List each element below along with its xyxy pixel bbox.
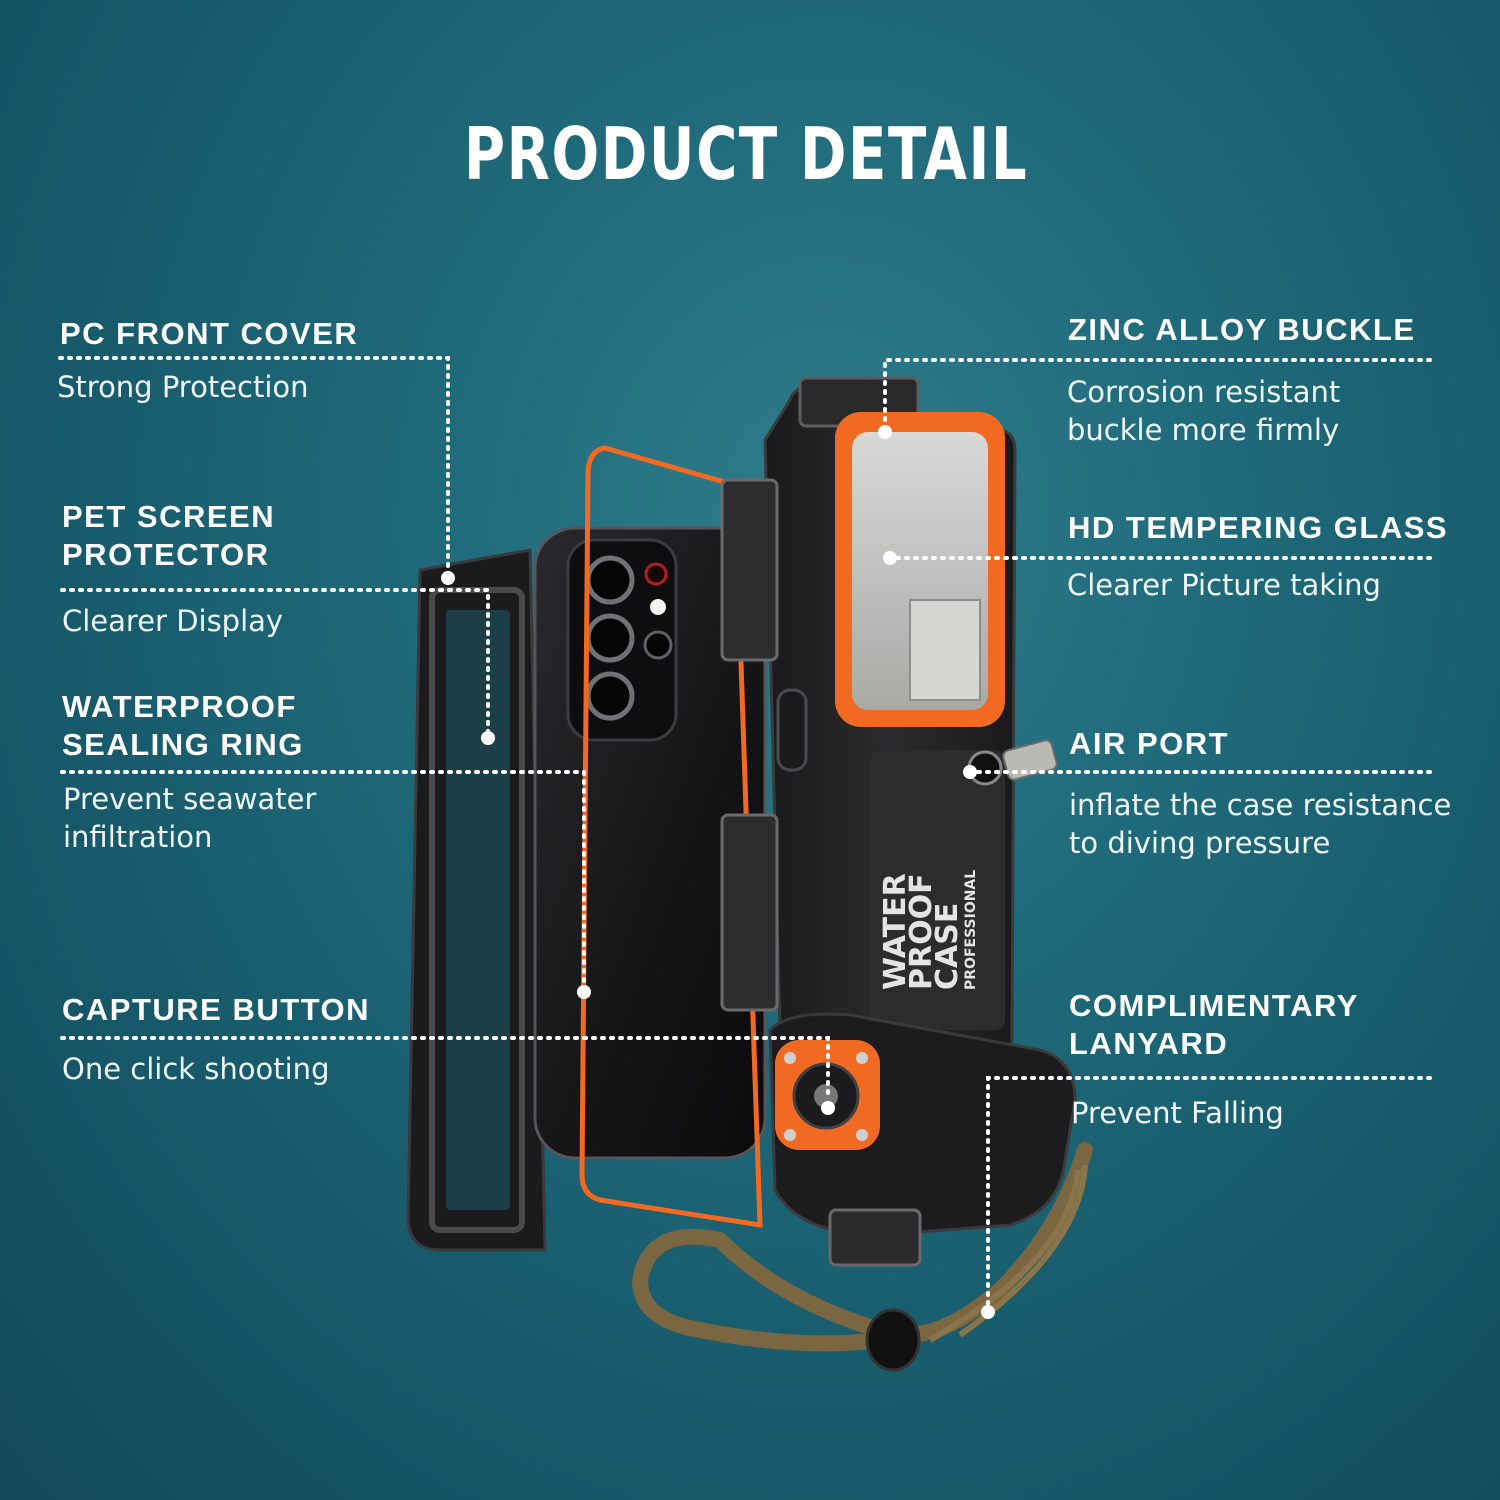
pc-front-cover-description: Strong Protection xyxy=(57,370,309,404)
leader-zinc-alloy-buckle xyxy=(883,358,1432,434)
air-port-heading: AIR PORT xyxy=(1069,726,1230,761)
leader-complimentary-lanyard xyxy=(986,1076,1432,1312)
phone xyxy=(533,526,767,1160)
leader-capture-button xyxy=(60,1036,830,1100)
waterproof-sealing-ring-description-line1: Prevent seawater xyxy=(63,782,317,816)
zinc-alloy-buckle-heading: ZINC ALLOY BUCKLE xyxy=(1068,312,1416,347)
grip-handle xyxy=(768,1012,1077,1267)
complimentary-lanyard-description: Prevent Falling xyxy=(1071,1096,1284,1130)
pet-screen-protector-description: Clearer Display xyxy=(62,604,284,638)
air-port-description-line1: inflate the case resistance xyxy=(1069,788,1452,822)
complimentary-lanyard-heading-line2: LANYARD xyxy=(1069,1026,1229,1061)
leader-lines xyxy=(58,356,1432,1312)
front-cover-frame xyxy=(406,548,547,1252)
case-label-line4: PROFESSIONAL xyxy=(963,870,979,990)
leader-endpoints xyxy=(441,425,995,1319)
zinc-alloy-buckle-description-line2: buckle more firmly xyxy=(1067,413,1340,447)
leader-pc-front-cover xyxy=(58,356,450,580)
waterproof-sealing-ring-heading-line1: WATERPROOF xyxy=(62,689,297,724)
capture-button-heading: CAPTURE BUTTON xyxy=(62,992,371,1027)
pet-screen-protector-heading-line1: PET SCREEN xyxy=(62,499,276,534)
waterproof-sealing-ring-heading-line2: SEALING RING xyxy=(62,727,304,762)
sealing-ring-orange xyxy=(579,445,763,1228)
pet-screen-protector-heading-line2: PROTECTOR xyxy=(62,537,270,572)
case-label-line2: PROOF xyxy=(904,873,939,990)
complimentary-lanyard-heading-line1: COMPLIMENTARY xyxy=(1069,988,1359,1023)
case-label-line1: WATER xyxy=(878,873,913,990)
pc-front-cover-heading: PC FRONT COVER xyxy=(60,316,359,351)
capture-button-description: One click shooting xyxy=(62,1052,330,1086)
page-title: PRODUCT DETAIL xyxy=(463,112,1029,196)
zinc-alloy-buckle-description-line1: Corrosion resistant xyxy=(1067,375,1341,409)
case-label: WATER PROOF CASE PROFESSIONAL xyxy=(878,870,979,990)
air-port-description-line2: to diving pressure xyxy=(1069,826,1331,860)
leader-waterproof-sealing-ring xyxy=(60,770,586,994)
waterproof-sealing-ring-description-line2: infiltration xyxy=(63,820,213,854)
case-label-line3: CASE xyxy=(930,903,965,990)
hd-tempering-glass-heading: HD TEMPERING GLASS xyxy=(1068,510,1449,545)
leader-pet-screen-protector xyxy=(60,588,490,740)
hd-tempering-glass-description: Clearer Picture taking xyxy=(1067,568,1381,602)
